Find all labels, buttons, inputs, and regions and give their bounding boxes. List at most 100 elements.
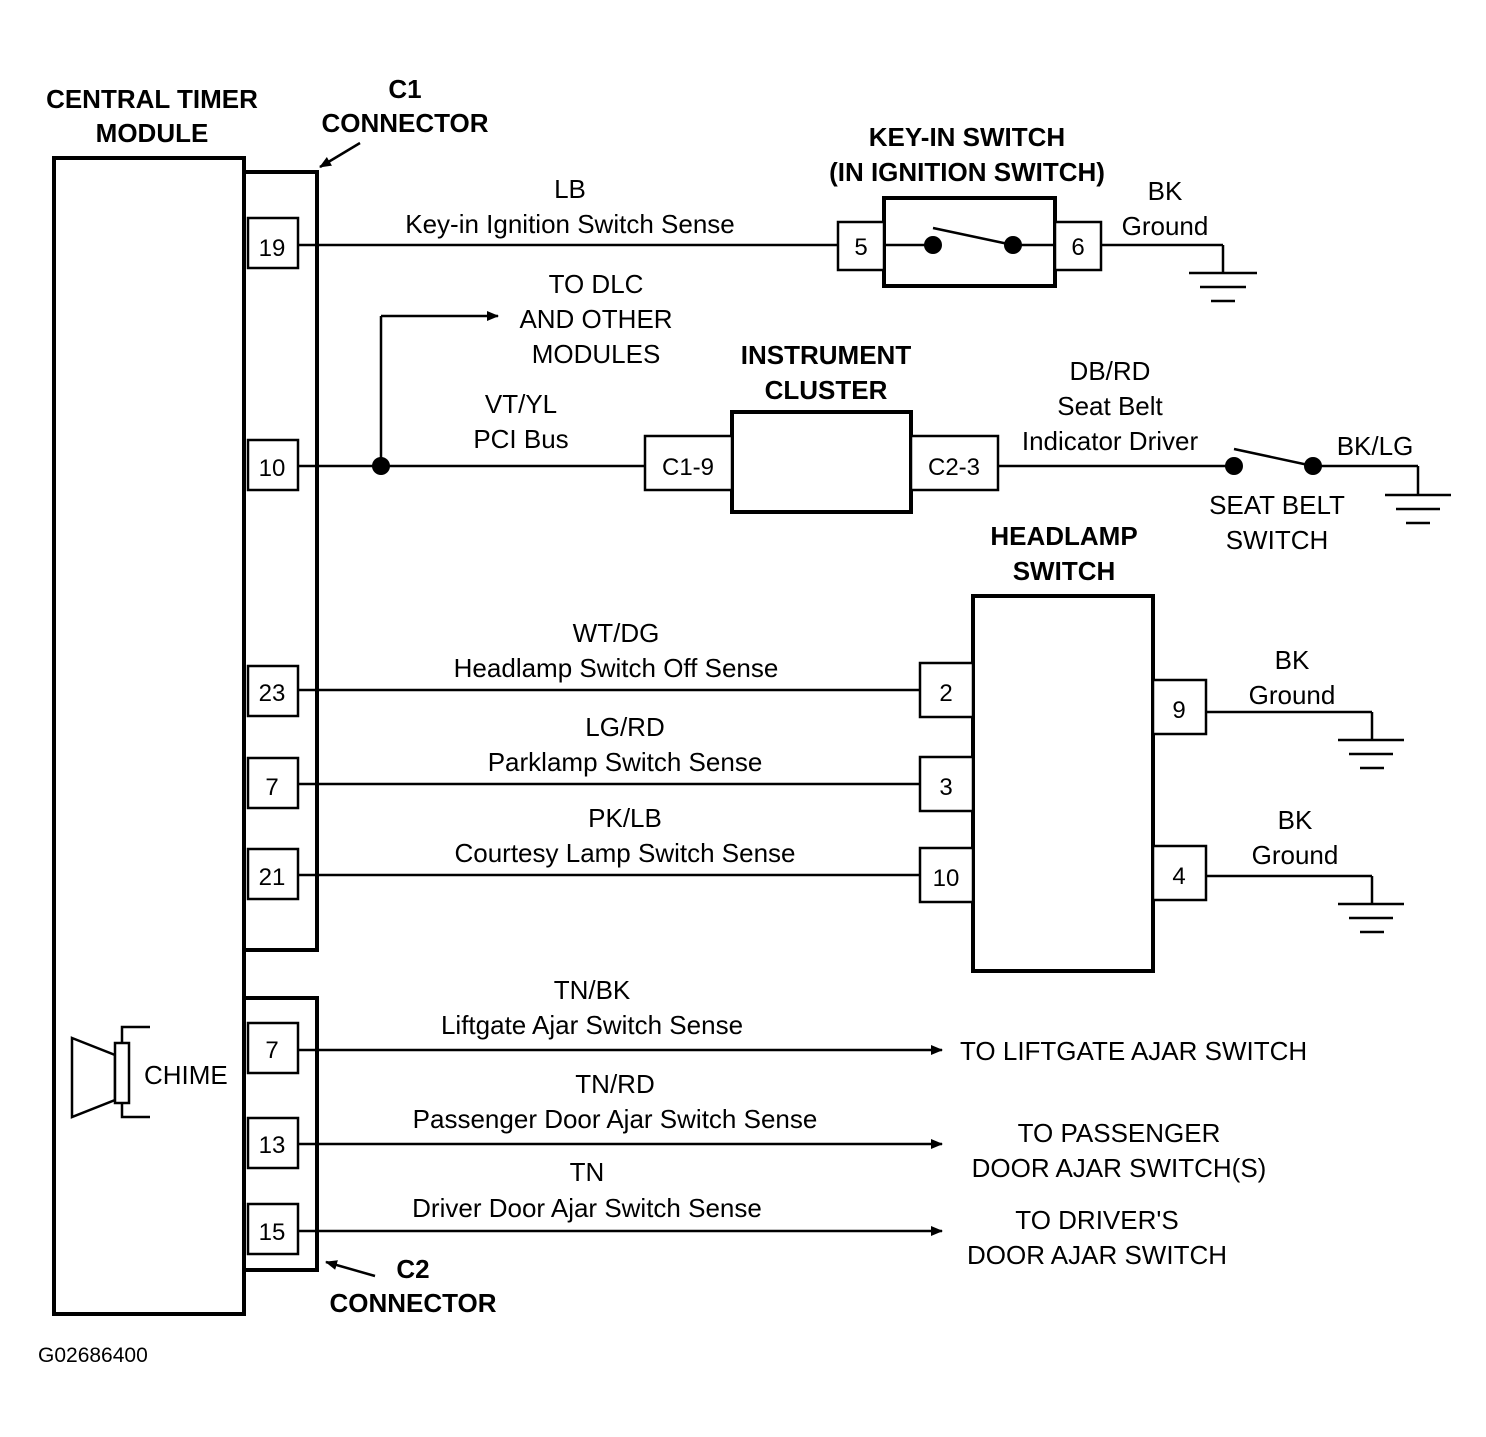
c2-pin-15 xyxy=(246,1202,300,1256)
ctm-title-line2: MODULE xyxy=(96,118,209,148)
wire-driver-door-ajar-sense: TN Driver Door Ajar Switch Sense TO DRIV… xyxy=(298,1157,1227,1270)
instrument-cluster-title-line1: INSTRUMENT xyxy=(741,340,912,370)
key-in-pin-5 xyxy=(836,220,886,272)
seat-belt-wire-name-line2: Indicator Driver xyxy=(1022,426,1199,456)
c1-pin-23-label: 23 xyxy=(259,680,286,707)
key-in-switch-body xyxy=(882,196,1057,288)
wire-passenger-door-ajar-sense: TN/RD Passenger Door Ajar Switch Sense T… xyxy=(298,1069,1266,1183)
central-timer-module: CENTRAL TIMER MODULE CHIME xyxy=(46,84,258,1316)
headlamp-pin-9-label: 9 xyxy=(1172,697,1185,724)
c2-pin-13-label: 13 xyxy=(259,1132,286,1159)
wire-pci-bus: VT/YL PCI Bus TO DLC AND OTHER MODULES xyxy=(298,269,673,475)
c2-pin-13 xyxy=(246,1116,300,1170)
headlamp-ground1-color: BK xyxy=(1275,645,1310,675)
headlamp-pin-4 xyxy=(1151,844,1208,902)
wire-headlamp-off-color: WT/DG xyxy=(573,618,660,648)
driver-destination-line1: TO DRIVER'S xyxy=(1015,1205,1178,1235)
key-in-switch-contact-icon xyxy=(884,226,1055,254)
figure-id: G02686400 xyxy=(38,1344,148,1367)
ctm-body xyxy=(52,156,246,1316)
seat-belt-switch-label-line1: SEAT BELT xyxy=(1209,490,1345,520)
c1-pin-19-label: 19 xyxy=(259,235,286,262)
instrument-cluster-pin-c1-9 xyxy=(643,434,734,492)
key-in-ground-label: Ground xyxy=(1122,211,1209,241)
wire-liftgate-ajar-sense: TN/BK Liftgate Ajar Switch Sense TO LIFT… xyxy=(298,975,1307,1066)
key-in-switch-title-line2: (IN IGNITION SWITCH) xyxy=(829,157,1105,187)
wire-courtesy-name: Courtesy Lamp Switch Sense xyxy=(454,838,795,868)
headlamp-pin-4-label: 4 xyxy=(1172,863,1185,890)
headlamp-switch: HEADLAMP SWITCH 2 3 10 9 4 BK Ground BK … xyxy=(918,521,1404,973)
instrument-cluster-body xyxy=(730,410,913,514)
wire-passenger-name: Passenger Door Ajar Switch Sense xyxy=(413,1104,818,1134)
wire-parklamp-sense: LG/RD Parklamp Switch Sense xyxy=(298,712,920,786)
c1-pin-21 xyxy=(246,847,300,901)
wire-driver-name: Driver Door Ajar Switch Sense xyxy=(412,1193,762,1223)
passenger-destination-line1: TO PASSENGER xyxy=(1018,1118,1221,1148)
ground-icon xyxy=(1385,493,1451,525)
seat-belt-switch-label-line2: SWITCH xyxy=(1226,525,1329,555)
headlamp-pin-10-label: 10 xyxy=(933,865,960,892)
seat-belt-wire-color: DB/RD xyxy=(1070,356,1151,386)
c2-pin-7-label: 7 xyxy=(265,1037,278,1064)
instrument-cluster: INSTRUMENT CLUSTER C1-9 C2-3 xyxy=(643,340,1000,514)
c2-label-line2: CONNECTOR xyxy=(329,1288,496,1318)
headlamp-ground2-color: BK xyxy=(1278,805,1313,835)
headlamp-pin-10 xyxy=(918,846,975,904)
wire-courtesy-lamp-sense: PK/LB Courtesy Lamp Switch Sense xyxy=(298,803,920,877)
headlamp-ground2-label: Ground xyxy=(1252,840,1339,870)
key-in-switch-title-line1: KEY-IN SWITCH xyxy=(869,122,1065,152)
c1-pin-19 xyxy=(246,216,300,270)
passenger-destination-line2: DOOR AJAR SWITCH(S) xyxy=(972,1153,1267,1183)
key-in-switch: KEY-IN SWITCH (IN IGNITION SWITCH) 5 6 B… xyxy=(829,122,1257,303)
c2-pin-15-label: 15 xyxy=(259,1219,286,1246)
headlamp-switch-title-line2: SWITCH xyxy=(1013,556,1116,586)
c1-label-line2: CONNECTOR xyxy=(321,108,488,138)
chime-speaker-icon xyxy=(70,1025,150,1119)
driver-destination-line2: DOOR AJAR SWITCH xyxy=(967,1240,1227,1270)
key-in-pin-5-label: 5 xyxy=(854,234,867,261)
wire-parklamp-name: Parklamp Switch Sense xyxy=(488,747,763,777)
instrument-cluster-pin-c2-3 xyxy=(909,434,1000,492)
c1-connector-body xyxy=(242,170,319,952)
wire-pci-color: VT/YL xyxy=(485,389,557,419)
wire-key-in-name: Key-in Ignition Switch Sense xyxy=(405,209,735,239)
instrument-cluster-pin-c2-3-label: C2-3 xyxy=(928,454,980,481)
dlc-label-line1: TO DLC xyxy=(549,269,644,299)
headlamp-pin-2-label: 2 xyxy=(939,680,952,707)
ground-icon xyxy=(1338,902,1404,934)
c1-label-line1: C1 xyxy=(388,74,421,104)
key-in-pin-6-label: 6 xyxy=(1071,234,1084,261)
c2-label-line1: C2 xyxy=(396,1254,429,1284)
wire-parklamp-color: LG/RD xyxy=(585,712,664,742)
seat-belt-wire-name-line1: Seat Belt xyxy=(1057,391,1163,421)
liftgate-destination: TO LIFTGATE AJAR SWITCH xyxy=(960,1036,1307,1066)
c2-connector: 7 13 15 C2 CONNECTOR xyxy=(242,996,497,1318)
key-in-ground-color: BK xyxy=(1148,176,1183,206)
headlamp-pin-3-label: 3 xyxy=(939,774,952,801)
instrument-cluster-title-line2: CLUSTER xyxy=(765,375,888,405)
c2-pointer-arrow xyxy=(325,1260,376,1278)
wire-key-in-sense: LB Key-in Ignition Switch Sense xyxy=(298,174,838,247)
headlamp-switch-body xyxy=(971,594,1155,973)
c1-connector: C1 CONNECTOR 19 10 23 7 21 xyxy=(242,74,489,952)
headlamp-switch-title-line1: HEADLAMP xyxy=(990,521,1137,551)
ctm-title-line1: CENTRAL TIMER xyxy=(46,84,258,114)
c1-pin-21-label: 21 xyxy=(259,864,286,891)
headlamp-pin-9 xyxy=(1151,678,1208,736)
dlc-label-line2: AND OTHER xyxy=(519,304,672,334)
headlamp-pin-3 xyxy=(918,755,975,813)
splice-dot xyxy=(372,457,390,475)
instrument-cluster-pin-c1-9-label: C1-9 xyxy=(662,454,714,481)
chime-label: CHIME xyxy=(144,1060,228,1090)
c2-pin-7 xyxy=(246,1021,300,1075)
headlamp-ground1-label: Ground xyxy=(1249,680,1336,710)
dlc-label-line3: MODULES xyxy=(532,339,661,369)
wire-pci-name: PCI Bus xyxy=(473,424,568,454)
wire-headlamp-off-name: Headlamp Switch Off Sense xyxy=(454,653,779,683)
c1-pointer-arrow xyxy=(319,141,361,169)
c1-pin-23 xyxy=(246,664,300,718)
wire-liftgate-name: Liftgate Ajar Switch Sense xyxy=(441,1010,743,1040)
wire-liftgate-color: TN/BK xyxy=(554,975,631,1005)
wire-courtesy-color: PK/LB xyxy=(588,803,662,833)
